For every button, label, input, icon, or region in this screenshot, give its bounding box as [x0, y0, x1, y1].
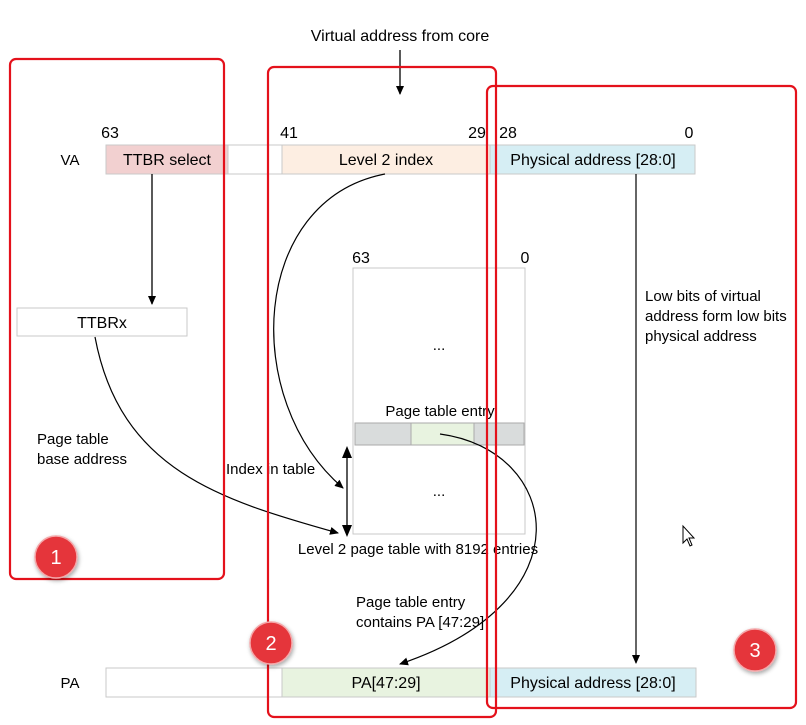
- pa-field-unused: [105, 667, 283, 698]
- page-table-entry-right: [473, 422, 525, 446]
- entry-contains-pa-line-2: contains PA [47:29]: [356, 614, 484, 631]
- va-bit-28: 28: [499, 125, 517, 142]
- page-table-bit-63: 63: [352, 250, 370, 267]
- page-table-entry-left: [354, 422, 412, 446]
- va-bit-29: 29: [468, 125, 486, 142]
- ttbrx-label: TTBRx: [77, 315, 127, 332]
- diagram-title: Virtual address from core: [311, 28, 490, 45]
- entry-to-pa-arrow: [399, 433, 537, 666]
- mouse-cursor-icon: [682, 524, 696, 547]
- page-table-caption: Level 2 page table with 8192 entries: [298, 541, 538, 558]
- badge-1: [34, 535, 78, 579]
- low-bits-line-3: physical address: [645, 328, 757, 345]
- va-physical-address-label: Physical address [28:0]: [510, 152, 675, 169]
- highlight-box-2: [266, 65, 498, 719]
- va-ttbr-select-label: TTBR select: [123, 152, 212, 169]
- va-field-physical-address: [489, 144, 696, 175]
- pa-register: PA[47:29] Physical address [28:0]: [105, 667, 697, 698]
- va-register: TTBR select Level 2 index Physical addre…: [105, 144, 696, 175]
- page-table-bit-0: 0: [521, 250, 530, 267]
- pa-physical-address-label: Physical address [28:0]: [510, 675, 675, 692]
- badge-2: [249, 621, 293, 665]
- index-bracket-bottom-head: [342, 525, 352, 537]
- page-table-ellipsis-top: ...: [433, 337, 446, 354]
- level2-index-arrow: [273, 173, 386, 489]
- va-bit-63: 63: [101, 125, 119, 142]
- badge-3-number: 3: [749, 640, 760, 662]
- va-row-label: VA: [61, 152, 80, 169]
- entry-contains-pa-line-1: Page table entry: [356, 594, 466, 611]
- highlight-box-1: [8, 57, 226, 581]
- va-field-level2-index: [281, 144, 491, 175]
- badge-2-number: 2: [265, 633, 276, 655]
- va-bit-0: 0: [685, 125, 694, 142]
- low-bits-line-2: address form low bits: [645, 308, 787, 325]
- badge-3: [733, 628, 777, 672]
- ttbrx-box: [16, 307, 188, 337]
- pa-47-29-label: PA[47:29]: [351, 675, 420, 692]
- page-table-base-line-2: base address: [37, 451, 127, 468]
- index-in-table-label: Index in table: [226, 461, 315, 478]
- low-bits-line-1: Low bits of virtual: [645, 288, 761, 305]
- badge-1-number: 1: [50, 547, 61, 569]
- highlight-box-3: [485, 84, 798, 710]
- page-table-base-line-1: Page table: [37, 431, 109, 448]
- pa-field-physical-address: [489, 667, 697, 698]
- page-table-entry-label: Page table entry: [385, 403, 495, 420]
- va-bit-41: 41: [280, 125, 298, 142]
- va-field-unused: [227, 144, 283, 175]
- low-bits-annotation: Low bits of virtual address form low bit…: [645, 288, 791, 345]
- index-bracket-top-head: [342, 446, 352, 458]
- va-level2-index-label: Level 2 index: [339, 152, 433, 169]
- page-table-ellipsis-bottom: ...: [433, 483, 446, 500]
- pa-row-label: PA: [61, 675, 80, 692]
- ttbrx-to-table-arrow: [94, 336, 339, 535]
- pa-field-47-29: [281, 667, 491, 698]
- page-table-base-annotation: Page table base address: [37, 431, 127, 468]
- entry-contains-pa-annotation: Page table entry contains PA [47:29]: [356, 594, 484, 631]
